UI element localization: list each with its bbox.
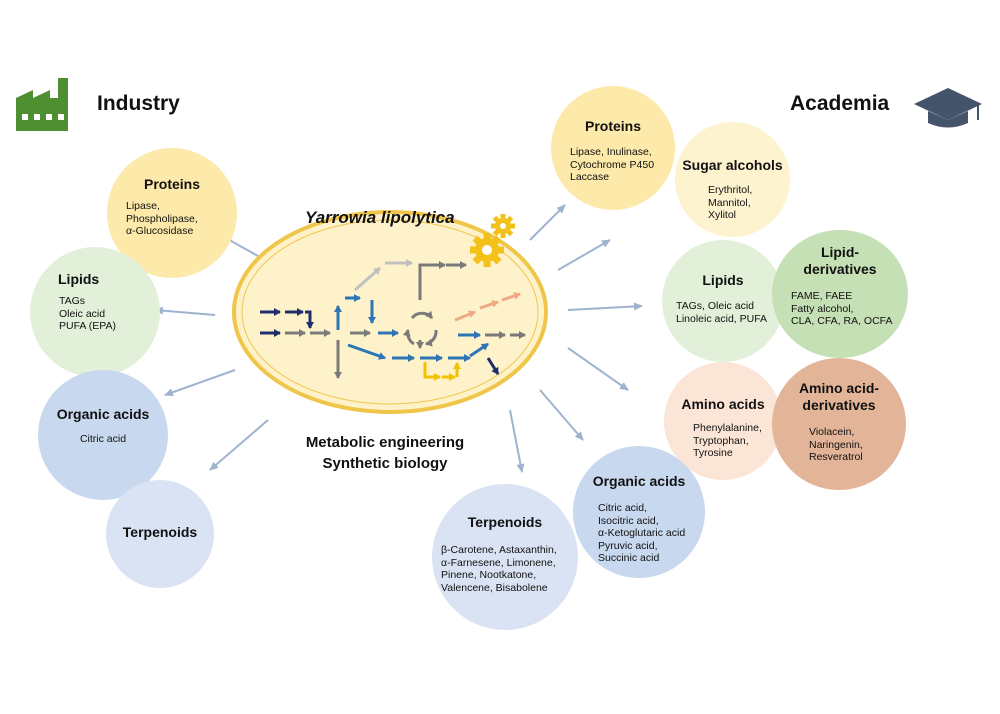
- graduation-cap-icon: [914, 88, 982, 128]
- list-item: Resveratrol: [809, 451, 863, 463]
- academia-terpenoids-circle: Terpenoids β-Carotene, Astaxanthin, α-Fa…: [432, 484, 578, 630]
- product-arrows: [154, 204, 643, 473]
- list-item: FAME, FAEE: [791, 290, 853, 302]
- academia-heading: Academia: [790, 92, 890, 115]
- circle-items: TAGs Oleic acid PUFA (EPA): [59, 295, 116, 333]
- factory-icon: [16, 78, 68, 131]
- circle-items: Violacein, Naringenin, Resveratrol: [809, 426, 863, 464]
- circle-items: Citric acid, Isocitric acid, α-Ketogluta…: [598, 502, 685, 565]
- list-item: Tryptophan,: [693, 434, 749, 447]
- list-item: Pyruvic acid,: [598, 539, 658, 552]
- list-item: Violacein,: [809, 426, 855, 438]
- title-line: derivatives: [803, 261, 877, 277]
- list-item: Fatty alcohol,: [791, 302, 854, 315]
- academia-proteins-circle: Proteins Lipase, Inulinase, Cytochrome P…: [551, 86, 675, 210]
- yeast-cell: [232, 210, 548, 414]
- circle-title: Terpenoids: [122, 524, 198, 540]
- list-item: TAGs, Oleic acid: [676, 300, 754, 312]
- circle-title: Lipids: [702, 272, 744, 288]
- list-item: Lipase, Inulinase,: [570, 146, 652, 158]
- industry-terpenoids-circle: Terpenoids: [106, 480, 214, 588]
- list-item: Valencene, Bisabolene: [441, 581, 548, 594]
- list-item: Lipase,: [126, 200, 160, 212]
- academia-organic-acids-circle: Organic acids Citric acid, Isocitric aci…: [573, 446, 705, 578]
- circle-title: Proteins: [143, 176, 200, 192]
- list-item: TAGs: [59, 295, 86, 307]
- list-item: CLA, CFA, RA, OCFA: [791, 315, 893, 327]
- list-item: PUFA (EPA): [59, 320, 116, 332]
- circle-title: Organic acids: [592, 473, 686, 489]
- circle-items: Lipase, Phospholipase, α-Glucosidase: [126, 200, 198, 238]
- title-line: derivatives: [802, 397, 876, 413]
- list-item: Phospholipase,: [126, 212, 198, 225]
- metabolic-pathway: [260, 259, 526, 381]
- industry-heading: Industry: [97, 92, 180, 115]
- list-item: Isocitric acid,: [598, 514, 659, 527]
- list-item: Xylitol: [708, 209, 737, 221]
- circle-title: Sugar alcohols: [682, 157, 783, 173]
- list-item: Citric acid,: [598, 502, 648, 514]
- industry-organic-acids-circle: Organic acids Citric acid: [38, 370, 168, 500]
- list-item: α-Farnesene, Limonene,: [441, 556, 556, 569]
- list-item: Oleic acid: [59, 307, 106, 320]
- list-item: Succinic acid: [598, 552, 660, 564]
- list-item: Tyrosine: [693, 447, 733, 459]
- gears-icon: [470, 214, 515, 267]
- list-item: Mannitol,: [708, 196, 751, 209]
- title-line: Lipid-: [820, 244, 860, 260]
- academia-sugar-alcohols-circle: Sugar alcohols Erythritol, Mannitol, Xyl…: [675, 122, 790, 237]
- circle-items: Erythritol, Mannitol, Xylitol: [708, 184, 752, 222]
- subtitle-line: Synthetic biology: [322, 455, 448, 472]
- circle-items: FAME, FAEE Fatty alcohol, CLA, CFA, RA, …: [791, 290, 893, 328]
- list-item: Erythritol,: [708, 184, 753, 196]
- list-item: Phenylalanine,: [693, 422, 762, 434]
- subtitle-line: Metabolic engineering: [305, 434, 465, 451]
- list-item: Linoleic acid, PUFA: [676, 312, 768, 325]
- circle-title: Organic acids: [56, 406, 150, 422]
- center-subtitle: Metabolic engineering Synthetic biology: [300, 432, 470, 474]
- circle-items: Phenylalanine, Tryptophan, Tyrosine: [693, 422, 762, 460]
- industry-lipids-circle: Lipids TAGs Oleic acid PUFA (EPA): [30, 247, 160, 377]
- academia-amino-acid-derivatives-circle: Amino acid- derivatives Violacein, Narin…: [772, 358, 906, 490]
- list-item: α-Ketoglutaric acid: [598, 527, 686, 539]
- academia-lipids-circle: Lipids TAGs, Oleic acid Linoleic acid, P…: [662, 240, 784, 362]
- list-item: Pinene, Nootkatone,: [441, 569, 537, 581]
- organism-title: Yarrowia lipolytica: [305, 208, 455, 227]
- list-item: β-Carotene, Astaxanthin,: [441, 544, 557, 556]
- circle-items: Lipase, Inulinase, Cytochrome P450 Lacca…: [570, 146, 654, 184]
- circle-title: Lipid- derivatives: [772, 244, 908, 278]
- circle-title: Amino acid- derivatives: [772, 380, 906, 414]
- academia-lipid-derivatives-circle: Lipid- derivatives FAME, FAEE Fatty alco…: [772, 230, 908, 358]
- list-item: Laccase: [570, 171, 610, 183]
- list-item: Citric acid: [79, 433, 127, 445]
- list-item: Naringenin,: [809, 438, 863, 451]
- tca-cycle: [402, 310, 438, 347]
- circle-title: Terpenoids: [467, 514, 543, 530]
- circle-items: β-Carotene, Astaxanthin, α-Farnesene, Li…: [441, 544, 557, 594]
- circle-title: Amino acids: [681, 396, 765, 412]
- list-item: Cytochrome P450: [570, 158, 655, 171]
- academia-amino-acids-circle: Amino acids Phenylalanine, Tryptophan, T…: [664, 362, 782, 480]
- title-line: Amino acid-: [798, 380, 880, 396]
- circle-title: Lipids: [58, 271, 100, 287]
- circle-items: Citric acid: [38, 433, 168, 446]
- circle-items: TAGs, Oleic acid Linoleic acid, PUFA: [676, 300, 767, 325]
- circle-title: Proteins: [584, 118, 641, 134]
- list-item: α-Glucosidase: [126, 225, 194, 237]
